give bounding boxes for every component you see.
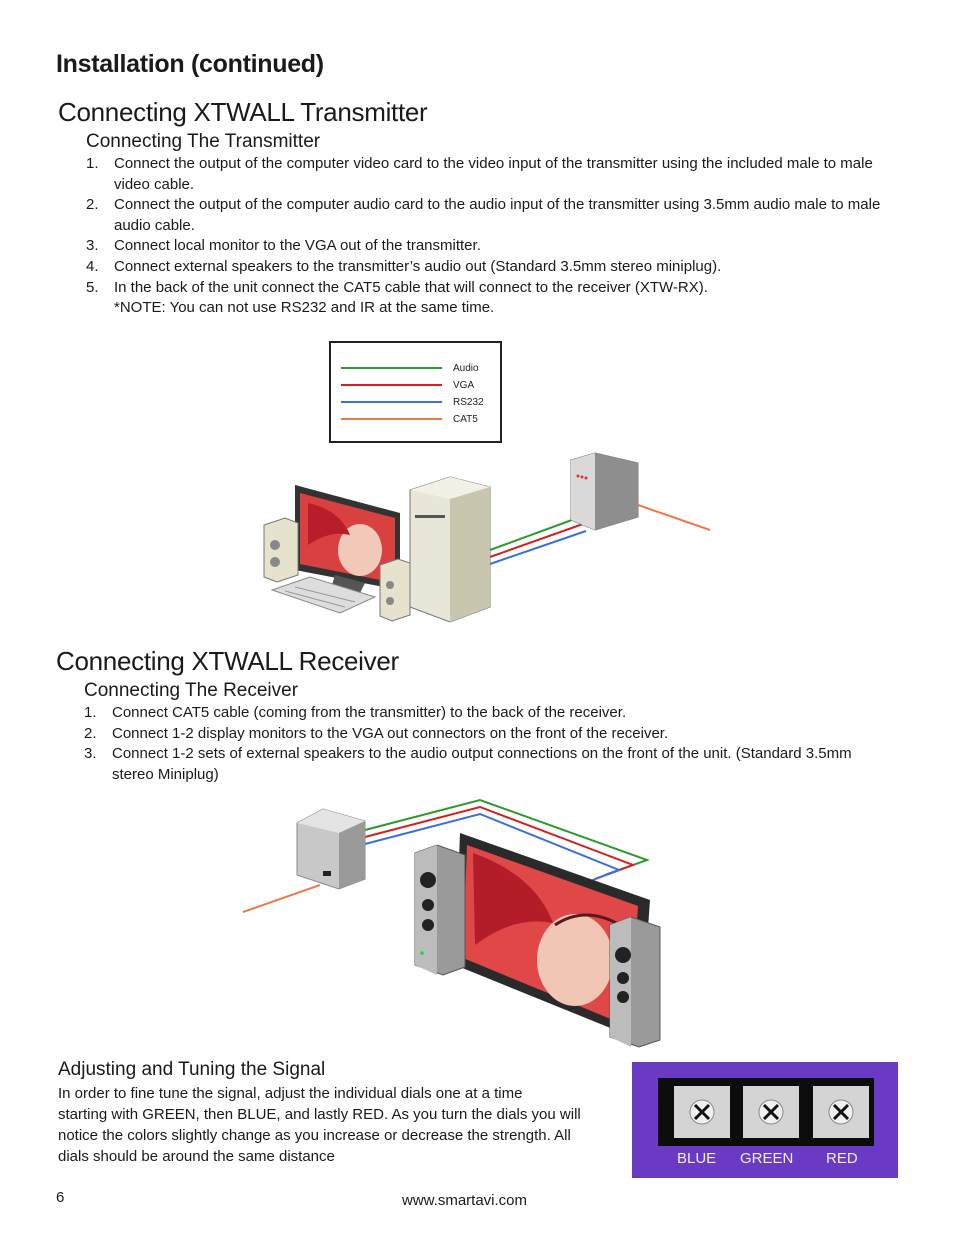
receiver-steps: 1.Connect CAT5 cable (coming from the tr… bbox=[84, 703, 884, 785]
receiver-section-title: Connecting XTWALL Receiver bbox=[56, 646, 399, 676]
blue-dial[interactable] bbox=[674, 1086, 730, 1138]
display-monitor-icon bbox=[455, 833, 650, 1040]
cable-legend bbox=[329, 341, 502, 443]
transmitter-steps: 1.Connect the output of the computer vid… bbox=[86, 154, 906, 298]
keyboard-icon bbox=[270, 576, 377, 614]
list-item: 2.Connect the output of the computer aud… bbox=[86, 196, 881, 234]
tuning-title: Adjusting and Tuning the Signal bbox=[58, 1059, 326, 1080]
legend-label-vga: VGA bbox=[453, 380, 474, 391]
list-item: 2.Connect 1-2 display monitors to the VG… bbox=[84, 724, 669, 742]
red-dial[interactable] bbox=[813, 1086, 869, 1138]
transmitter-box-icon bbox=[570, 452, 639, 531]
legend-label-audio: Audio bbox=[453, 363, 479, 374]
green-dial[interactable] bbox=[743, 1086, 799, 1138]
transmitter-diagram: Audio VGA RS232 CAT5 bbox=[263, 341, 711, 623]
receiver-subtitle: Connecting The Receiver bbox=[84, 680, 299, 701]
monitor-icon bbox=[295, 485, 400, 593]
red-dial-label: RED bbox=[826, 1150, 858, 1167]
speaker-icon bbox=[414, 844, 466, 976]
blue-dial-label: BLUE bbox=[677, 1150, 716, 1167]
page-heading: Installation (continued) bbox=[56, 50, 324, 78]
speaker-icon bbox=[379, 558, 411, 622]
legend-label-rs232: RS232 bbox=[453, 397, 484, 408]
rs232-note: *NOTE: You can not use RS232 and IR at t… bbox=[114, 299, 495, 316]
receiver-box-icon bbox=[296, 808, 366, 890]
tuning-paragraph: In order to fine tune the signal, adjust… bbox=[58, 1085, 581, 1165]
list-item: 3.Connect 1-2 sets of external speakers … bbox=[84, 745, 852, 783]
dial-panel: BLUE GREEN RED bbox=[632, 1062, 898, 1178]
list-item: 1.Connect CAT5 cable (coming from the tr… bbox=[84, 704, 627, 721]
list-item: 3.Connect local monitor to the VGA out o… bbox=[86, 237, 481, 255]
receiver-diagram bbox=[242, 798, 661, 1048]
list-item: 5.In the back of the unit connect the CA… bbox=[86, 278, 708, 296]
website-link[interactable]: www.smartavi.com bbox=[402, 1192, 528, 1209]
transmitter-section-title: Connecting XTWALL Transmitter bbox=[58, 97, 428, 127]
green-dial-label: GREEN bbox=[740, 1150, 793, 1167]
transmitter-subtitle: Connecting The Transmitter bbox=[86, 131, 321, 152]
computer-tower-icon bbox=[409, 476, 491, 623]
list-item: 4.Connect external speakers to the trans… bbox=[86, 257, 722, 275]
page-number: 6 bbox=[56, 1189, 65, 1206]
speaker-icon bbox=[609, 916, 661, 1048]
speaker-icon bbox=[263, 517, 299, 583]
legend-label-cat5: CAT5 bbox=[453, 414, 478, 425]
list-item: 1.Connect the output of the computer vid… bbox=[86, 155, 873, 193]
